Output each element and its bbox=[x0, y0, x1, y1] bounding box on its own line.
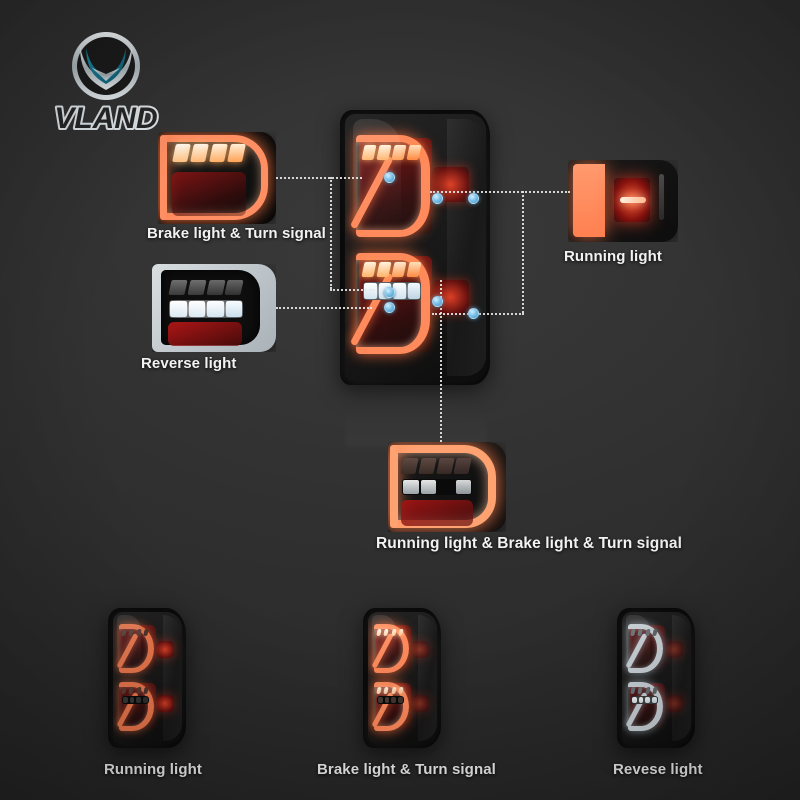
mode-tail-light-reverse bbox=[617, 608, 695, 748]
hotspot-dot-lower-reverse[interactable] bbox=[384, 302, 395, 313]
mode1-lower-chips bbox=[121, 687, 149, 694]
mode3-reverse-strip bbox=[630, 696, 658, 705]
mode2-pod-upper bbox=[410, 641, 429, 659]
thumb-running-chrome-strip bbox=[659, 174, 664, 220]
mode3-pod-upper bbox=[664, 641, 683, 659]
thumb4-reverse-strip bbox=[402, 479, 472, 495]
thumb4-led-chip-row bbox=[400, 458, 472, 474]
mode2-upper-chips bbox=[376, 629, 404, 636]
thumb-c-bar bbox=[162, 135, 268, 220]
mode1-upper-c-bar bbox=[118, 623, 155, 673]
tail-light-lens bbox=[345, 114, 486, 381]
thumb-running-filament bbox=[620, 197, 646, 203]
thumb4-c-bar-spine bbox=[390, 445, 398, 528]
thumb-red-field bbox=[172, 172, 246, 216]
mode3-upper-chips bbox=[630, 629, 658, 636]
main-light-reflection bbox=[345, 388, 487, 446]
hotspot-dot-lower-chip[interactable] bbox=[384, 287, 395, 298]
mode2-lower-chips bbox=[376, 687, 404, 694]
callout-label-running-brake-turn: Running light & Brake light & Turn signa… bbox=[376, 535, 683, 552]
upper-c-light-bar bbox=[356, 135, 430, 237]
thumb-led-chip-row bbox=[172, 144, 246, 162]
callout-label-brake-turn: Brake light & Turn signal bbox=[147, 225, 326, 242]
hotspot-dot-upper-chip[interactable] bbox=[384, 172, 395, 183]
callout-thumb-reverse bbox=[152, 264, 276, 352]
connector-right-bracket-vertical bbox=[522, 191, 524, 313]
mode1-pod-lower bbox=[155, 695, 174, 713]
mode1-lower-c-bar bbox=[118, 681, 155, 731]
lower-led-chip-row bbox=[361, 262, 422, 277]
callout-label-reverse: Reverse light bbox=[141, 355, 237, 372]
mode1-upper-chips bbox=[121, 629, 149, 636]
hotspot-dot-upper-pod[interactable] bbox=[468, 193, 479, 204]
mode1-reverse-strip bbox=[121, 696, 149, 704]
vland-wordmark: VLAND bbox=[54, 102, 157, 134]
mode-tail-light-running bbox=[108, 608, 186, 748]
thumb-c-bar-spine bbox=[160, 135, 167, 220]
mode-tail-light-brake-turn bbox=[363, 608, 441, 748]
thumb4-red-field bbox=[401, 500, 473, 526]
mode2-reverse-strip bbox=[376, 696, 404, 704]
mode-label-brake-turn: Brake light & Turn signal bbox=[317, 761, 496, 778]
tail-light-housing bbox=[340, 110, 490, 385]
lower-c-light-bar bbox=[356, 252, 430, 355]
callout-thumb-brake-turn bbox=[158, 132, 276, 224]
mode-label-reverse: Revese light bbox=[613, 761, 703, 778]
hotspot-dot-upper-cbar[interactable] bbox=[432, 193, 443, 204]
thumb-running-glow-bar bbox=[573, 164, 605, 237]
hotspot-dot-lower-cbar[interactable] bbox=[432, 296, 443, 307]
callout-thumb-running bbox=[568, 160, 678, 242]
thumb-reverse-white-strip bbox=[169, 300, 243, 318]
callout-label-running: Running light bbox=[564, 248, 662, 265]
callout-thumb-running-brake-turn bbox=[388, 442, 506, 532]
lens-smoked-wrap bbox=[446, 119, 486, 376]
thumb-reverse-red-field bbox=[168, 322, 242, 346]
mode3-lower-chips bbox=[630, 687, 658, 694]
mode2-upper-c-bar bbox=[373, 623, 410, 673]
mode2-pod-lower bbox=[410, 695, 429, 713]
upper-led-chip-row bbox=[361, 144, 422, 160]
mode3-upper-c-bar bbox=[627, 623, 664, 673]
thumb-reverse-chip-row bbox=[168, 280, 244, 295]
vland-logo: VLAND VLAND bbox=[46, 24, 166, 134]
connector-left-bracket-vertical bbox=[330, 177, 332, 289]
main-tail-light bbox=[340, 110, 490, 385]
vland-wordmark-outline: VLAND bbox=[54, 102, 157, 134]
mode3-pod-lower bbox=[664, 695, 683, 713]
mode2-lower-c-bar bbox=[373, 681, 410, 731]
mode1-pod-upper bbox=[155, 641, 174, 659]
hotspot-dot-lower-pod[interactable] bbox=[468, 308, 479, 319]
mode3-lower-c-bar bbox=[627, 681, 664, 731]
mode-label-running: Running light bbox=[104, 761, 202, 778]
